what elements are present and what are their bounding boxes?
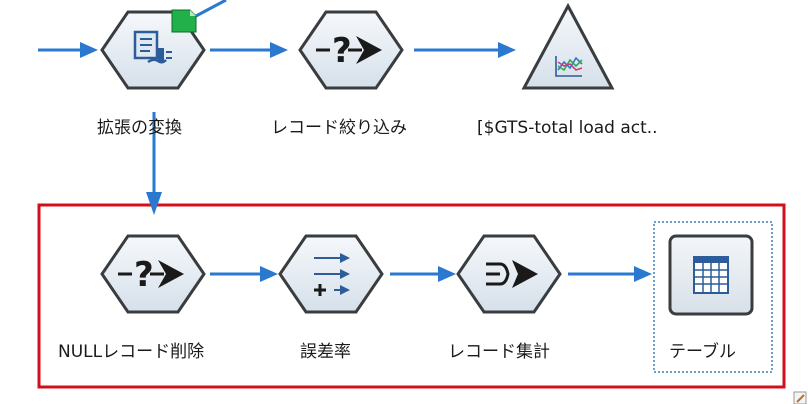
table-grid-icon — [693, 256, 729, 294]
select-question-arrow-icon: ? — [316, 31, 382, 71]
connector-derive-select — [210, 42, 288, 58]
connector-nullselect-error — [210, 266, 278, 282]
select-question-arrow-icon: ? — [118, 255, 184, 295]
derive-arrows-plus-icon — [314, 253, 350, 296]
node-label-derive: 拡張の変換 — [97, 118, 182, 138]
connector-aggregate-table — [568, 266, 652, 282]
aggregate-merge-arrow-icon — [486, 260, 538, 288]
node-select-1[interactable]: ? — [298, 10, 404, 90]
node-derive-error[interactable] — [278, 234, 384, 314]
connector-select-graph — [414, 42, 516, 58]
derive-document-icon — [133, 30, 172, 64]
file-badge-icon — [171, 9, 197, 33]
node-label-select-1: レコード絞り込み — [271, 118, 407, 138]
connector-derive-graph-up — [195, 0, 227, 18]
connector-input-derive — [38, 42, 98, 58]
svg-text:?: ? — [332, 31, 352, 71]
pencil-icon — [793, 391, 807, 404]
node-table[interactable] — [668, 234, 754, 316]
node-label-aggregate: レコード集計 — [448, 342, 550, 362]
node-derive[interactable] — [100, 9, 206, 90]
node-select-null[interactable]: ? — [100, 234, 206, 314]
selection-box — [37, 203, 786, 389]
node-aggregate[interactable] — [456, 234, 562, 314]
node-label-table: テーブル — [669, 342, 736, 362]
connector-derive-nullselect — [146, 112, 162, 215]
svg-text:?: ? — [134, 255, 154, 295]
node-label-graph: [$GTS-total load act.. — [477, 118, 658, 138]
node-label-select-null: NULLレコード削除 — [58, 342, 205, 362]
table-focus-outline — [653, 221, 773, 373]
node-graph[interactable] — [521, 2, 615, 90]
multiplot-graph-icon — [555, 56, 583, 77]
connector-error-aggregate — [390, 266, 456, 282]
node-label-derive-error: 誤差率 — [300, 342, 351, 362]
